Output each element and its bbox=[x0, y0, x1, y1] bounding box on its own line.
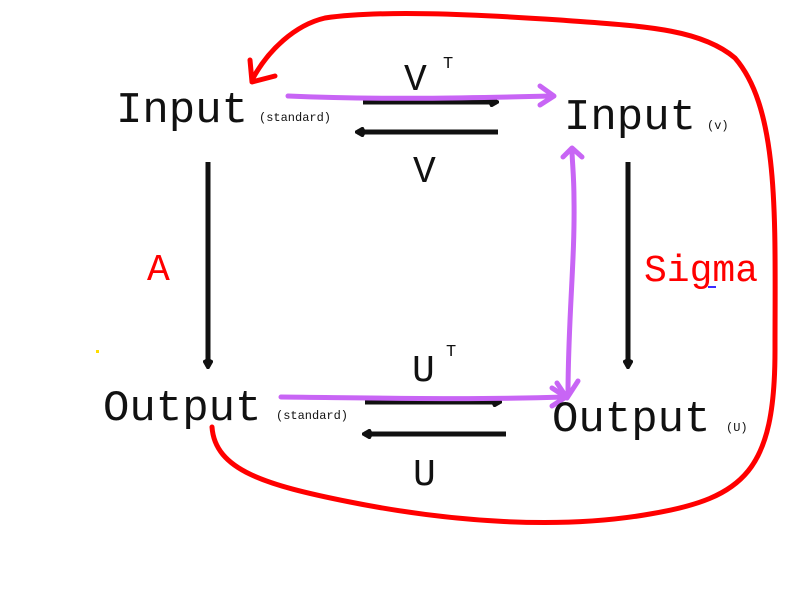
map-u-transpose-sup: T bbox=[446, 343, 456, 362]
map-v-transpose: V bbox=[404, 59, 427, 102]
node-output-u: Output bbox=[552, 395, 710, 445]
purple-top-arrowhead bbox=[537, 83, 557, 108]
node-input-v: Input bbox=[564, 93, 696, 143]
map-u: U bbox=[413, 454, 436, 497]
purple-top-path bbox=[285, 93, 555, 101]
map-v: V bbox=[413, 151, 436, 194]
node-input-standard-subscript: (standard) bbox=[259, 111, 331, 125]
node-input-standard: Input bbox=[116, 86, 248, 136]
map-a: A bbox=[147, 249, 170, 292]
purple-bottom-arrowhead bbox=[549, 385, 569, 409]
map-sigma: Sigma bbox=[644, 250, 758, 293]
purple-bottom-path bbox=[278, 394, 568, 402]
map-u-transpose: U bbox=[412, 350, 435, 393]
node-input-v-subscript: (v) bbox=[707, 119, 729, 133]
map-v-transpose-sup: T bbox=[443, 55, 453, 74]
node-output-u-subscript: (U) bbox=[726, 421, 748, 435]
purple-vertical-up-arrowhead bbox=[560, 145, 585, 160]
node-output-standard-subscript: (standard) bbox=[276, 409, 348, 423]
stray-yellow-dot bbox=[96, 350, 99, 353]
red-arrowhead bbox=[247, 57, 278, 85]
purple-vertical-path bbox=[565, 147, 577, 398]
red-loop-path bbox=[209, 11, 778, 525]
node-output-standard: Output bbox=[103, 384, 261, 434]
